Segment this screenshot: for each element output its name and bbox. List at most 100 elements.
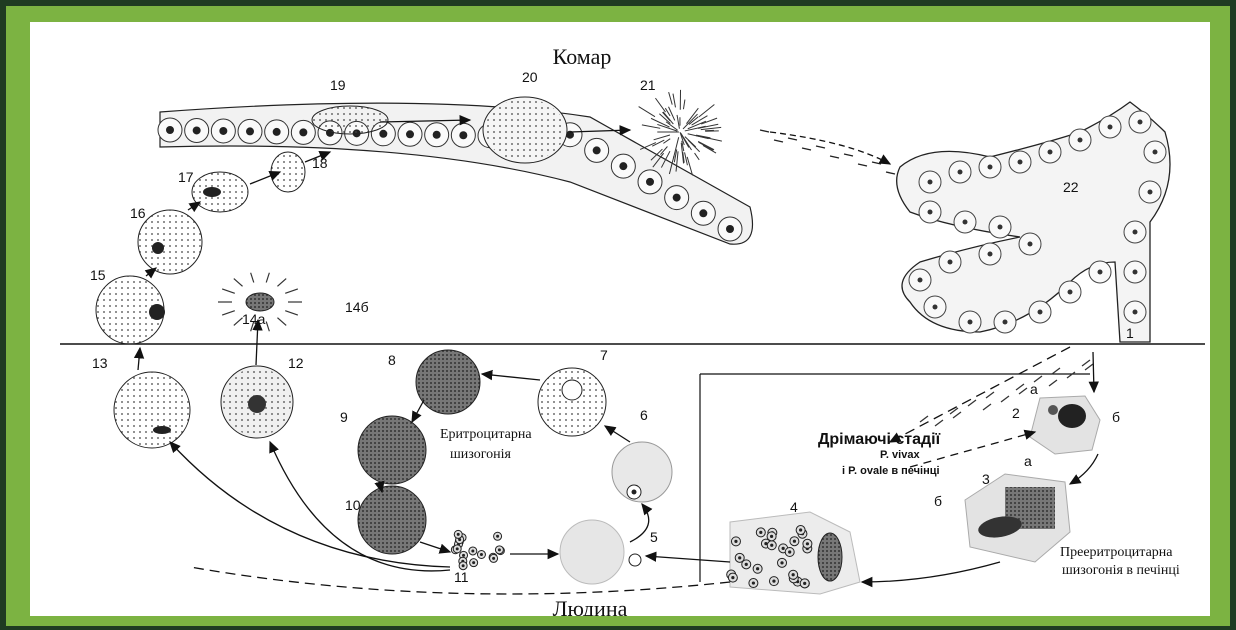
gland-cell-nucleus xyxy=(1048,150,1053,155)
gland-cell-nucleus xyxy=(1138,120,1143,125)
gut-cell-nucleus xyxy=(699,209,707,217)
label-12: 12 xyxy=(288,355,304,371)
merozoite-nucleus xyxy=(492,557,495,560)
label-14b: 14б xyxy=(345,299,369,315)
gland-cell-nucleus xyxy=(1148,190,1153,195)
merozoite-nucleus xyxy=(498,548,501,551)
merozoite-nucleus xyxy=(756,567,759,570)
sporozoite-mark xyxy=(685,152,688,165)
merozoite-nucleus xyxy=(462,564,465,567)
stage-8-schizont xyxy=(416,350,480,414)
sporozoite-dashes xyxy=(760,130,895,174)
microgamete xyxy=(222,311,235,315)
erythro-line1: Еритроцитарна xyxy=(440,427,532,442)
gut-cell-nucleus xyxy=(193,126,201,134)
stage-16-gametocyte xyxy=(138,210,202,274)
merozoite-nucleus xyxy=(472,561,475,564)
sporozoite-dash xyxy=(983,404,991,410)
sporozoite-dash xyxy=(816,146,825,148)
stage-10-schizont xyxy=(358,486,426,554)
gut-cell-nucleus xyxy=(219,127,227,135)
diagram-panel: Комар Людина xyxy=(30,22,1210,616)
gut-cell-nucleus xyxy=(673,194,681,202)
gland-cell-nucleus xyxy=(958,170,963,175)
merozoite-nucleus xyxy=(759,531,762,534)
microgamete xyxy=(251,273,254,283)
gland-cell-nucleus xyxy=(1133,230,1138,235)
sporozoite-mark xyxy=(695,153,700,160)
sporozoite-dash xyxy=(1082,360,1090,366)
merozoite-nucleus xyxy=(788,550,791,553)
label-13: 13 xyxy=(92,355,108,371)
merozoite-nucleus xyxy=(731,576,734,579)
gland-cell-nucleus xyxy=(1133,270,1138,275)
label-15: 15 xyxy=(90,267,106,283)
label-3a: а xyxy=(1024,453,1032,469)
label-3: 3 xyxy=(982,471,990,487)
preerythro-line1: Прееритроцитарна xyxy=(1060,545,1173,560)
gut-cell-nucleus xyxy=(273,128,281,136)
gland-cell-nucleus xyxy=(968,320,973,325)
label-2a: а xyxy=(1030,381,1038,397)
label-20: 20 xyxy=(522,69,538,85)
preerythro-line2: шизогонія в печінці xyxy=(1062,563,1180,578)
gland-cell-nucleus xyxy=(988,165,993,170)
label-3b: б xyxy=(934,493,942,509)
label-7: 7 xyxy=(600,347,608,363)
stage-18-ookinete xyxy=(271,152,305,192)
merozoite-nucleus xyxy=(462,554,465,557)
microgamete xyxy=(277,318,286,326)
merozoite-nucleus xyxy=(793,540,796,543)
microgamete xyxy=(285,289,298,293)
sporozoite-mark xyxy=(701,118,717,124)
merozoite-nucleus xyxy=(496,535,499,538)
gland-cell-nucleus xyxy=(998,225,1003,230)
gland-cell-nucleus xyxy=(1108,125,1113,130)
label-21: 21 xyxy=(640,77,656,93)
gut-cell-nucleus xyxy=(726,225,734,233)
gland-cell-nucleus xyxy=(918,278,923,283)
stage-11-merozoites xyxy=(451,530,504,569)
label-22: 22 xyxy=(1063,179,1079,195)
sporozoite-dash xyxy=(886,172,895,174)
sporozoite-mark xyxy=(677,115,679,129)
merozoite-nucleus xyxy=(457,533,460,536)
merozoite-nucleus xyxy=(770,544,773,547)
sporozoite-mark xyxy=(683,114,698,129)
gland-cell-nucleus xyxy=(1038,310,1043,315)
sporozoite-dash xyxy=(935,420,943,426)
label-19: 19 xyxy=(330,77,346,93)
sporozoite-dash xyxy=(830,156,839,158)
gland-cell-nucleus xyxy=(1133,310,1138,315)
merozoite-nucleus xyxy=(738,556,741,559)
stage-7-ring xyxy=(538,368,606,436)
sporozoite-dash xyxy=(760,130,769,132)
merozoite-nucleus xyxy=(803,582,806,585)
gland-cell-nucleus xyxy=(963,220,968,225)
label-17: 17 xyxy=(178,169,194,185)
gut-cell-nucleus xyxy=(459,131,467,139)
label-8: 8 xyxy=(388,352,396,368)
merozoite-nucleus xyxy=(480,553,483,556)
label-2: 2 xyxy=(1012,405,1020,421)
sporozoite-dash xyxy=(774,140,783,142)
sporozoite-mark xyxy=(683,100,684,110)
stage-13-cell xyxy=(114,372,190,448)
sporozoite-dash xyxy=(1001,396,1009,402)
sporozoite-mark xyxy=(701,127,721,129)
stage-14a-exflagellation xyxy=(246,293,274,311)
sporozoite-dash xyxy=(858,164,867,166)
sporozoite-dash xyxy=(1019,388,1027,394)
gland-cell-nucleus xyxy=(1153,150,1158,155)
label-1: 1 xyxy=(1126,325,1134,341)
gut-cell-nucleus xyxy=(299,128,307,136)
human-title: Людина xyxy=(553,596,628,616)
stage-22-salivary-gland xyxy=(897,102,1170,342)
gland-cell-nucleus xyxy=(933,305,938,310)
stage-9-schizont xyxy=(358,416,426,484)
sporozoite-mark xyxy=(663,139,670,144)
merozoite-nucleus xyxy=(792,573,795,576)
gland-cell-nucleus xyxy=(1068,290,1073,295)
label-4: 4 xyxy=(790,499,798,515)
gut-cell-nucleus xyxy=(406,130,414,138)
